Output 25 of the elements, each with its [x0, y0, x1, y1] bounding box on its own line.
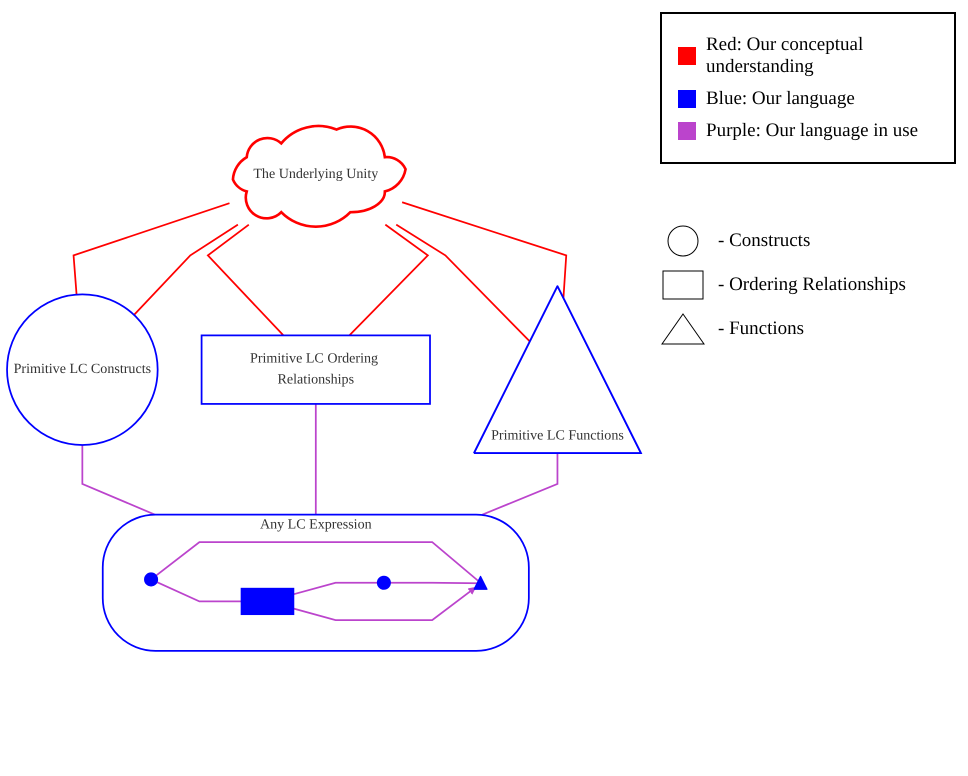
connector: [314, 403, 317, 514]
legend-text: Blue: Our language: [706, 88, 855, 110]
legend-text: - Ordering Relationships: [718, 274, 906, 296]
connector: [81, 444, 156, 516]
connector: [294, 581, 378, 595]
connector: [133, 223, 238, 316]
connector: [396, 223, 531, 342]
connector: [206, 224, 284, 336]
node-box: Primitive LC Ordering Relationships: [200, 334, 431, 404]
connector: [348, 224, 430, 336]
connector: [72, 202, 230, 294]
node-box: [240, 587, 294, 615]
connector: [402, 200, 568, 298]
connector: [156, 580, 242, 602]
legend-text: Red: Our conceptual understanding: [706, 34, 864, 78]
legend-text: - Functions: [718, 318, 804, 340]
node-circle: Primitive LC Constructs: [6, 293, 159, 446]
node-circle: [376, 575, 391, 590]
legend-text: Purple: Our language in use: [706, 120, 918, 142]
legend-text: - Constructs: [718, 230, 810, 252]
connector: [390, 581, 478, 584]
node-circle: [144, 572, 158, 586]
connector: [482, 452, 558, 516]
arrow: [294, 586, 476, 621]
connector: [156, 540, 480, 582]
